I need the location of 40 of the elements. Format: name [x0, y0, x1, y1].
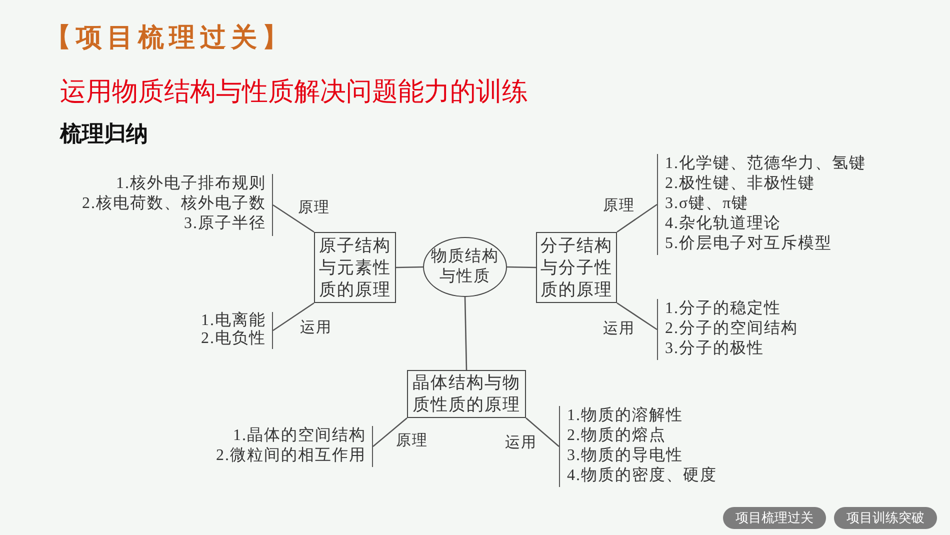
list-item: 2.电负性 [200, 330, 266, 348]
list-item: 5.价层电子对互斥模型 [665, 234, 833, 254]
list-item: 2.核电荷数、核外电子数 [81, 194, 266, 214]
edge-label: 原理 [297, 200, 331, 216]
list-item: 1.物质的溶解性 [567, 406, 684, 426]
list-item: 3.分子的极性 [665, 339, 765, 359]
edge-label: 原理 [395, 432, 429, 450]
list-item: 1.晶体的空间结构 [232, 426, 366, 446]
connector-line [506, 266, 536, 268]
box-text: 晶体结构与物质性质的原理 [412, 372, 522, 416]
edge-label: 原理 [602, 198, 636, 214]
connector-line [526, 418, 560, 447]
connector-line [464, 296, 468, 370]
section-title: 【项目梳理过关】 [45, 22, 293, 54]
list-item: 3.原子半径 [183, 214, 266, 234]
connector-line [272, 204, 314, 233]
list-item: 2.微粒间的相互作用 [215, 446, 366, 466]
list-item: 2.分子的空间结构 [665, 319, 799, 339]
list-item: 1.核外电子排布规则 [115, 174, 266, 194]
list-item: 2.极性键、非极性键 [665, 174, 816, 194]
connector-line [272, 302, 314, 332]
connector-line [616, 204, 658, 233]
subtitle: 运用物质结构与性质解决问题能力的训练 [60, 76, 528, 108]
connector-line [616, 302, 658, 330]
list-item: 4.物质的密度、硬度 [567, 466, 718, 486]
list-item: 3.σ键、π键 [665, 194, 750, 214]
box-text: 分子结构与分子性质的原理 [540, 234, 614, 300]
list-item: 4.杂化轨道理论 [665, 214, 782, 234]
box-text: 原子结构与元素性质的原理 [318, 234, 392, 300]
list-item: 1.电离能 [200, 312, 266, 330]
connector-line [396, 266, 424, 268]
list-item: 3.物质的导电性 [567, 446, 684, 466]
section-heading: 梳理归纳 [60, 121, 148, 148]
topic-text: 物质结构与性质 [430, 247, 500, 287]
nav-button: 项目训练突破 [834, 507, 937, 529]
list-item: 2.物质的熔点 [567, 426, 667, 446]
connector-line [372, 418, 408, 447]
list-item: 1.分子的稳定性 [665, 299, 782, 319]
nav-button: 项目梳理过关 [723, 507, 826, 529]
list-item: 1.化学键、范德华力、氢键 [665, 154, 867, 174]
